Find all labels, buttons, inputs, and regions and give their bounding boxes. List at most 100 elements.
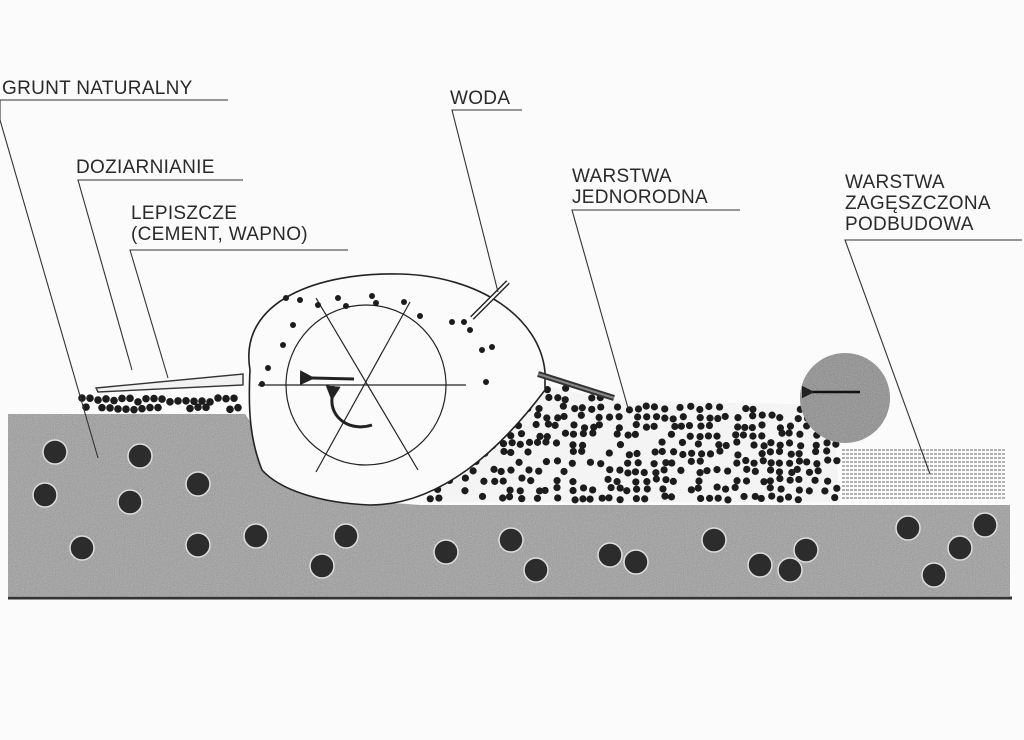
mix-particle (739, 431, 748, 439)
aggregate-addition (78, 394, 242, 414)
soil-stone (972, 512, 998, 538)
soil-stone (32, 482, 58, 508)
mix-particle (760, 478, 768, 486)
mix-particle (534, 411, 542, 419)
aggregate-particle (234, 403, 242, 412)
mix-particle (667, 493, 676, 501)
mix-particle (697, 422, 705, 430)
mix-particle (553, 476, 561, 485)
mix-particle (732, 431, 740, 439)
aggregate-particle (142, 394, 150, 403)
soil-stone (185, 532, 211, 558)
soil-stones (32, 439, 998, 588)
mix-particle (335, 295, 341, 301)
mix-particle (715, 441, 723, 449)
mix-particle (695, 477, 703, 485)
mix-particle (632, 494, 641, 503)
soil-stone (921, 562, 947, 588)
mix-particle (696, 405, 704, 414)
mix-particle (554, 494, 562, 502)
mix-particle (480, 477, 488, 485)
mix-particle (696, 414, 704, 422)
compacted-subbase-layer (842, 446, 1007, 502)
mix-particle (703, 467, 711, 475)
aggregate-particle (110, 396, 118, 405)
label-grunt-naturalny: GRUNT NATURALNY (2, 78, 193, 99)
mix-particle (461, 319, 467, 325)
mix-particle (499, 440, 508, 448)
mix-particle (373, 300, 379, 306)
mix-particle (759, 457, 767, 465)
mix-particle (624, 459, 632, 467)
soil-stone (523, 557, 549, 583)
mix-particle (698, 450, 706, 458)
mix-particle (625, 451, 633, 459)
mix-particle (506, 486, 514, 494)
mix-particle (721, 485, 730, 493)
soil-stone (309, 553, 335, 579)
mix-particle (758, 411, 766, 419)
mix-particle (713, 432, 721, 440)
mix-particle (715, 403, 724, 411)
aggregate-particle (206, 398, 214, 406)
mix-particle (751, 467, 759, 476)
mix-particle (597, 460, 605, 468)
mix-particle (517, 430, 526, 438)
mix-particle (766, 477, 774, 485)
mix-particle (714, 494, 722, 502)
binder-spread-plate (94, 373, 244, 393)
mix-particle (578, 441, 587, 449)
aggregate-particle (230, 394, 238, 403)
mix-particle (552, 439, 561, 447)
mix-particle (491, 477, 499, 486)
aggregate-particle (174, 397, 182, 405)
mix-particle (532, 420, 540, 429)
soil-stone (947, 535, 973, 561)
mix-particle (542, 458, 551, 466)
mix-particle (633, 485, 641, 493)
mix-particle (749, 432, 757, 440)
label-woda: WODA (450, 88, 511, 109)
mix-particle (757, 494, 765, 503)
mix-particle (722, 441, 730, 450)
mix-particle (805, 487, 813, 495)
mix-particle (643, 478, 651, 486)
mix-particle (598, 494, 606, 502)
aggregate-particle (122, 405, 130, 413)
aggregate-particle (186, 404, 194, 413)
mix-particle (724, 467, 732, 475)
mix-particle (716, 447, 724, 455)
mix-particle (696, 469, 704, 477)
mix-particle (813, 460, 821, 468)
mix-particle (554, 394, 562, 402)
mix-particle (688, 449, 696, 457)
mix-particle (518, 474, 526, 482)
mix-particle (686, 432, 694, 440)
mix-particle (742, 405, 750, 413)
mix-particle (467, 327, 473, 333)
mix-particle (551, 421, 559, 429)
mix-particle (811, 476, 819, 484)
mix-particle (560, 412, 568, 421)
mix-particle (586, 458, 595, 466)
mix-particle (571, 496, 579, 504)
mix-particle (831, 493, 839, 502)
aggregate-particle (194, 403, 202, 412)
mix-particle (595, 421, 603, 429)
mix-particle (569, 486, 577, 495)
mix-particle (579, 484, 588, 492)
aggregate-particle (106, 404, 114, 412)
leveling-blade (537, 371, 615, 401)
mix-particle (696, 457, 704, 465)
aggregate-particle (146, 403, 154, 412)
aggregate-particle (214, 394, 222, 402)
mix-particle (597, 403, 605, 411)
mix-particle (823, 447, 831, 455)
mix-particle (634, 413, 642, 421)
mix-particle (435, 494, 443, 502)
mix-particle (569, 478, 577, 486)
mix-particle (661, 414, 669, 422)
mix-particle (794, 415, 802, 423)
mix-particle (589, 486, 597, 494)
aggregate-particle (226, 405, 234, 414)
